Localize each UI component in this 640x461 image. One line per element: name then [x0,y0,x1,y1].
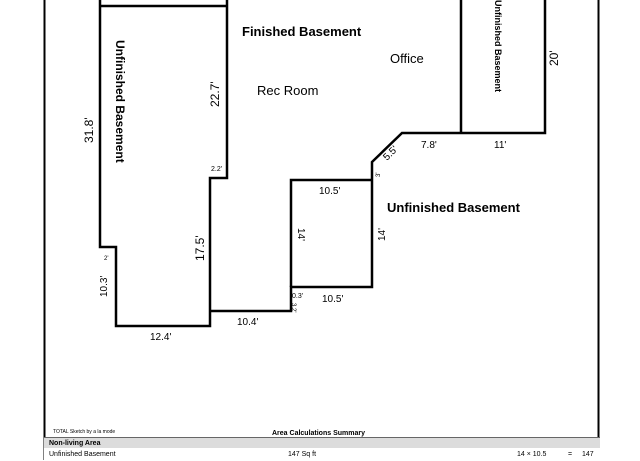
unfinished-basement-right-label: Unfinished Basement [493,0,503,92]
finished-basement-label: Finished Basement [242,24,362,39]
dim-0-3: 0.3' [292,293,303,300]
dim-5-5: 5.5' [381,144,400,163]
inner-room-outline [289,178,372,287]
summary-row-value: 147 [582,451,594,458]
dim-14-right: 14' [377,228,388,241]
software-credit: TOTAL Sketch by a la mode [53,429,115,435]
dim-22-7: 22.7' [208,81,222,107]
office-label: Office [390,51,424,66]
dim-3-top: 3' [376,173,382,177]
summary-row-area: 147 Sq ft [288,451,317,458]
dim-2: 2' [104,256,108,262]
dim-3-2: 3.2' [290,303,296,313]
summary-row-calc: 14 × 10.5 [517,451,547,458]
dim-20: 20' [547,50,561,66]
dim-10-3: 10.3' [99,276,110,297]
unfinished-basement-mid-label: Unfinished Basement [387,200,521,215]
non-living-area-label: Non-living Area [49,440,101,447]
summary-row-label: Unfinished Basement [49,451,116,458]
dim-14-left: 14' [295,228,306,241]
lower-wall-outline [210,0,547,313]
unfinished-basement-left-label: Unfinished Basement [113,40,127,163]
left-wing-outline [98,0,229,328]
dim-10-5-bottom: 10.5' [322,294,343,305]
dim-2-2: 2.2' [211,166,222,173]
dim-10-5-top: 10.5' [319,186,340,197]
dim-11: 11' [494,140,506,151]
dim-31-8: 31.8' [82,117,96,143]
rec-room-label: Rec Room [257,83,318,98]
area-summary-table: Non-living Area Unfinished Basement 147 … [44,437,600,461]
dim-12-4: 12.4' [150,332,171,343]
summary-title: Area Calculations Summary [272,430,365,437]
dim-10-4: 10.4' [237,317,258,328]
summary-section-header: Non-living Area [44,438,600,448]
summary-row-equals: = [568,451,573,458]
dim-7-8: 7.8' [421,140,437,151]
dim-17-5: 17.5' [193,235,207,261]
